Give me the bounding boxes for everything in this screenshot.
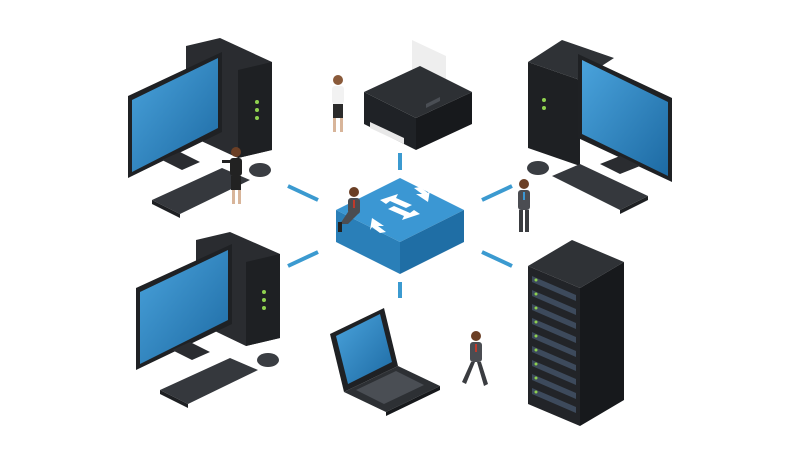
person-icon	[518, 179, 530, 232]
connector-line-bottom-right	[481, 250, 513, 268]
server-units	[532, 276, 576, 413]
desktop-computer-icon	[527, 40, 672, 214]
server-rack-icon	[528, 240, 624, 426]
desktop-computer-icon	[136, 232, 280, 408]
person-icon	[222, 147, 242, 204]
network-switch-icon	[336, 178, 464, 274]
bidirectional-arrows-icon	[370, 187, 430, 233]
person-icon	[462, 331, 488, 386]
server-status-leds	[534, 278, 538, 394]
connector-line-top-right	[481, 184, 513, 202]
printer-icon	[364, 40, 472, 150]
desktop-computer-icon	[128, 38, 272, 218]
laptop-icon	[330, 308, 440, 416]
person-icon	[332, 75, 344, 132]
connector-line-bottom-left	[287, 250, 319, 268]
person-icon	[338, 187, 360, 232]
connector-line-top-left	[287, 184, 319, 202]
connector-lines	[287, 153, 513, 298]
